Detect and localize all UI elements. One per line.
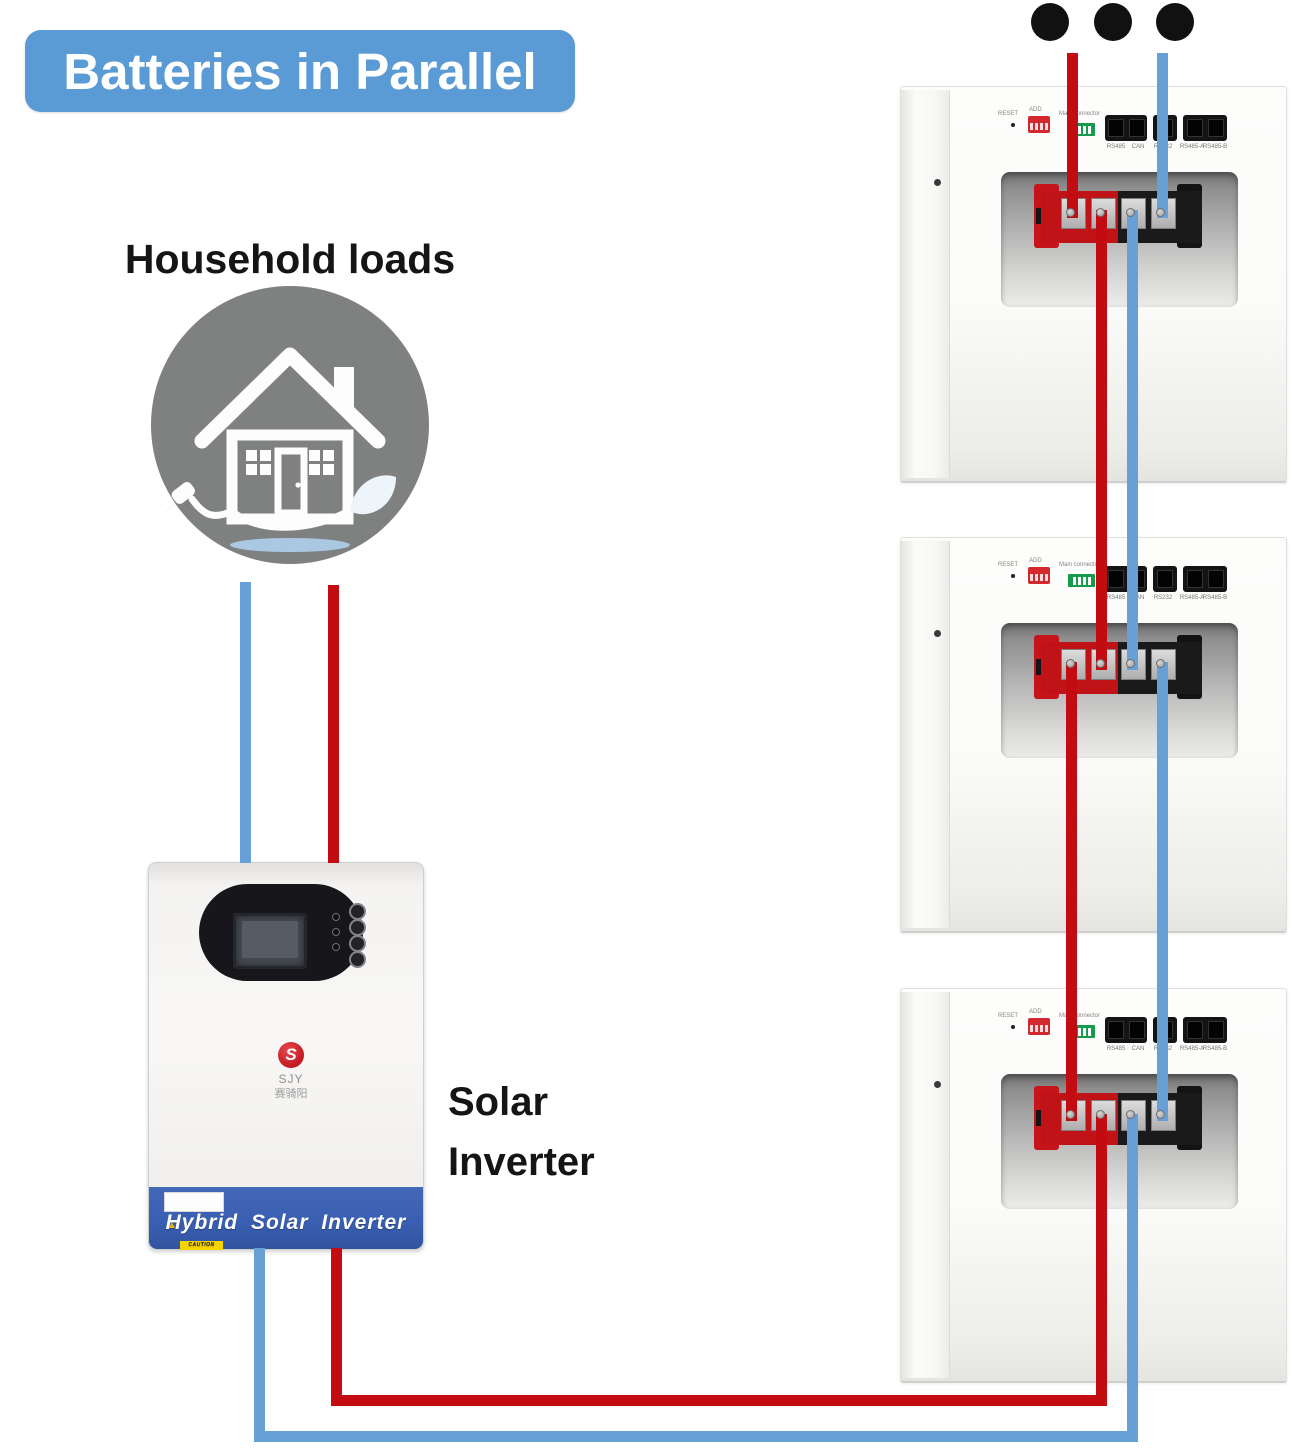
terminal-screw-icon [1126,208,1135,217]
add-label: ADD [1029,558,1042,564]
reset-button[interactable] [1011,574,1015,578]
port-label-rs485: RS485 [1106,1046,1126,1052]
port-label-rs485b: RS485-B [1202,595,1228,601]
status-led-icon [332,913,340,921]
rs485-can-ports[interactable] [1105,566,1147,592]
wire-inverter-down-blue [254,1248,265,1436]
terminal-screw-icon [1066,659,1075,668]
terminal-screw-icon [1126,1110,1135,1119]
wire-battery2-to-battery3-red [1066,662,1077,1121]
diagram-title: Batteries in Parallel [63,43,537,100]
add-label: ADD [1029,1009,1042,1015]
main-connector-label: Main connector [1059,562,1101,568]
terminal-screw-icon [1126,659,1135,668]
port-label-rs485b: RS485-B [1202,1046,1228,1052]
mount-hole-icon [934,630,941,637]
caution-sticker: ▲ CAUTION [164,1192,224,1250]
wire-inverter-down-red [331,1248,342,1400]
battery-unit-3: RESET ADD Main connector RS485 CAN RS232… [900,988,1287,1383]
continuation-dot-icon [1031,3,1069,41]
panel-button[interactable] [349,919,366,936]
port-label-can: CAN [1131,1046,1145,1052]
reset-button[interactable] [1011,1025,1015,1029]
address-dip-switch[interactable] [1028,567,1050,584]
address-dip-switch[interactable] [1028,116,1050,133]
port-label-rs485: RS485 [1106,144,1126,150]
reset-label: RESET [998,111,1019,117]
rs485-ab-ports[interactable] [1183,115,1227,141]
wire-battery1-to-battery2-blue [1127,210,1138,670]
household-loads-label: Household loads [124,236,456,282]
solar-inverter-label: Solar Inverter [448,1072,668,1192]
wire-house-to-inverter-red [328,585,339,863]
panel-button[interactable] [349,903,366,920]
terminal-screw-icon [1066,1110,1075,1119]
wire-top-feed-blue [1157,53,1168,218]
terminal-screw-icon [1156,208,1165,217]
terminal-screw-icon [1096,208,1105,217]
inverter-control-panel [199,884,366,981]
rs232-port[interactable] [1153,566,1177,592]
status-led-icon [332,943,340,951]
continuation-dot-icon [1094,3,1132,41]
reset-label: RESET [998,562,1019,568]
rs485-can-ports[interactable] [1105,115,1147,141]
rs485-can-ports[interactable] [1105,1017,1147,1043]
mount-hole-icon [934,1081,941,1088]
port-label-rs485: RS485 [1106,595,1126,601]
wire-battery2-to-battery3-blue [1157,662,1168,1121]
diagram-title-banner: Batteries in Parallel [25,30,575,112]
terminal-screw-icon [1066,208,1075,217]
battery-unit-2: RESET ADD Main connector RS485 CAN RS232… [900,537,1287,933]
solar-inverter-label-line1: Solar [448,1080,549,1124]
terminal-screw-icon [1156,659,1165,668]
brand-logo-icon: S [278,1042,304,1068]
mount-hole-icon [934,179,941,186]
panel-button[interactable] [349,951,366,968]
wire-top-feed-red [1067,53,1078,218]
brand-name: SJY [278,1072,304,1086]
caution-text: CAUTION [180,1241,223,1250]
terminal-screw-icon [1096,659,1105,668]
main-connector-label: Main connector [1059,1013,1101,1019]
lcd-display [233,913,307,969]
wire-battery3-down-red [1096,1114,1107,1406]
wire-battery1-to-battery2-red [1096,210,1107,670]
port-label-rs485a: RS485-A [1179,1046,1205,1052]
port-label-rs485b: RS485-B [1202,144,1228,150]
main-connector-label: Main connector [1059,111,1101,117]
reset-label: RESET [998,1013,1019,1019]
warning-triangle-icon: ▲ [167,1220,178,1231]
status-led-icon [332,928,340,936]
wire-house-to-inverter-blue [240,582,251,863]
rs485-ab-ports[interactable] [1183,1017,1227,1043]
terminal-screw-icon [1096,1110,1105,1119]
wire-battery3-down-blue [1127,1114,1138,1442]
solar-inverter-label-line2: Inverter [448,1140,595,1184]
terminal-screw-icon [1156,1110,1165,1119]
wire-bottom-horizontal-red [331,1395,1107,1406]
continuation-dot-icon [1156,3,1194,41]
battery-unit-1: RESET ADD Main connector RS485 CAN RS232… [900,86,1287,483]
rs485-ab-ports[interactable] [1183,566,1227,592]
port-label-can: CAN [1131,595,1145,601]
inverter-model-band: ▲ CAUTION Hybrid Solar Inverter [149,1187,423,1250]
panel-button[interactable] [349,935,366,952]
add-label: ADD [1029,107,1042,113]
port-label-can: CAN [1131,144,1145,150]
wire-bottom-horizontal-blue [254,1431,1138,1442]
address-dip-switch[interactable] [1028,1018,1050,1035]
reset-button[interactable] [1011,123,1015,127]
solar-inverter: S SJY 赛骑阳 ▲ CAUTION Hybrid Solar Inverte… [148,862,424,1250]
main-connector-socket[interactable] [1068,574,1095,587]
port-label-rs232: RS232 [1153,595,1173,601]
household-loads-icon [151,286,429,564]
brand-name-cn: 赛骑阳 [274,1088,308,1100]
port-label-rs485a: RS485-A [1179,144,1205,150]
port-label-rs485a: RS485-A [1179,595,1205,601]
inverter-band-title: Hybrid Solar Inverter [165,1211,407,1234]
